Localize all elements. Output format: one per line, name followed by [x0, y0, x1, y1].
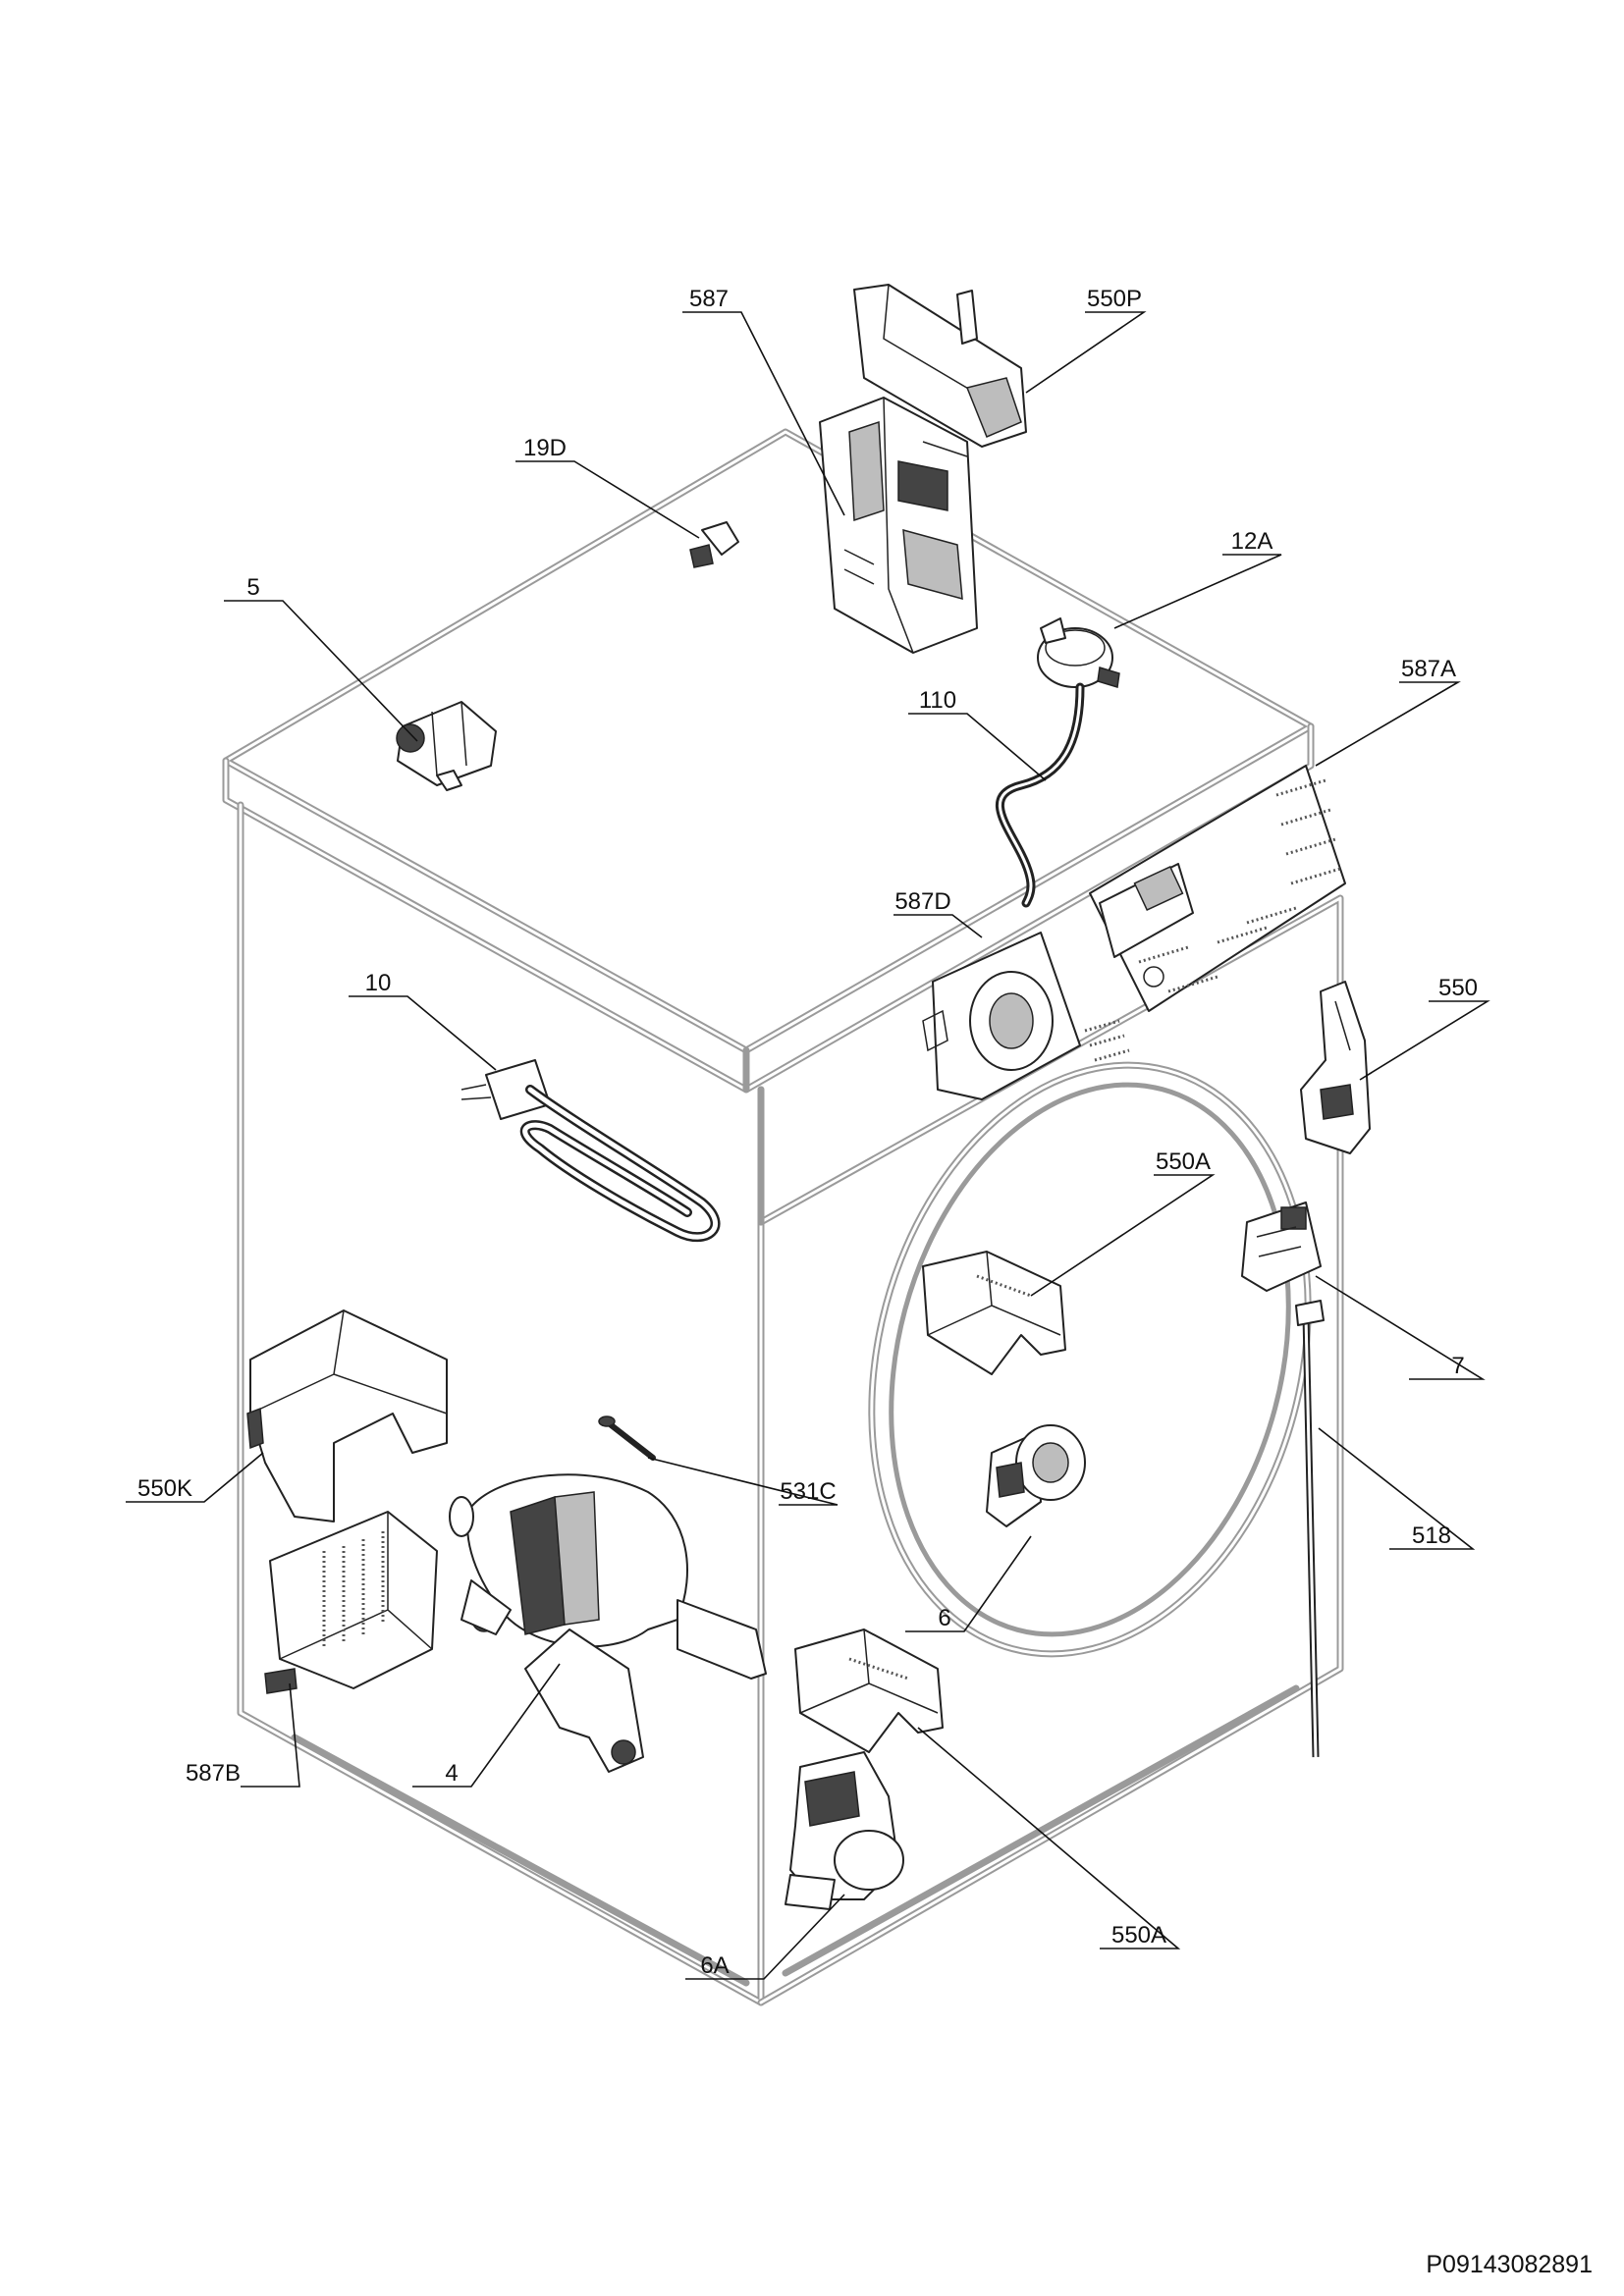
part-550-lock-housing: [1300, 981, 1371, 1154]
label-7: 7: [1451, 1353, 1464, 1379]
part-587B-motor-module: [264, 1511, 438, 1694]
part-110-hose: [996, 682, 1085, 908]
part-6-drain-pump: [986, 1424, 1086, 1527]
label-550P: 550P: [1087, 286, 1142, 312]
label-4: 4: [445, 1760, 458, 1787]
label-587A: 587A: [1401, 656, 1456, 682]
part-587-board: [819, 397, 978, 654]
part-5-inlet-valve: [396, 701, 497, 791]
label-587: 587: [689, 286, 729, 312]
label-10: 10: [365, 970, 392, 996]
label-550A-top: 550A: [1156, 1148, 1211, 1175]
part-10-heating-element: [460, 1059, 721, 1243]
label-531C: 531C: [780, 1478, 836, 1505]
part-587D-selector: [922, 932, 1130, 1100]
label-12A: 12A: [1231, 528, 1273, 555]
label-550A-bottom: 550A: [1111, 1922, 1166, 1949]
label-550K: 550K: [137, 1475, 192, 1502]
part-550P-cover: [853, 284, 1027, 448]
label-6A: 6A: [700, 1952, 729, 1979]
label-6: 6: [938, 1605, 950, 1631]
label-550: 550: [1438, 975, 1478, 1001]
part-587A-control-pcb: [1089, 765, 1346, 1012]
part-7-door-interlock: [1241, 1201, 1322, 1292]
part-531C-screw: [598, 1415, 656, 1461]
label-518: 518: [1412, 1522, 1451, 1549]
part-6A-drain-pump: [785, 1751, 904, 1910]
cabinet-outline: [222, 428, 1344, 2006]
hose-highlight: [999, 685, 1082, 905]
label-587D: 587D: [894, 888, 950, 915]
part-12A-pressure-switch: [1037, 617, 1120, 688]
part-4-motor: [449, 1473, 767, 1773]
part-19D-clip: [689, 521, 739, 568]
label-19D: 19D: [523, 435, 567, 461]
part-518-rod: [1295, 1300, 1325, 1758]
part-550A-bottom-cover: [794, 1629, 944, 1753]
label-5: 5: [246, 574, 259, 601]
part-labels: 587 550P 19D 12A 5 110 587A 587D 10 550 …: [137, 286, 1478, 1979]
part-550A-top-cover: [922, 1251, 1066, 1375]
document-id: P09143082891: [1426, 2251, 1593, 2278]
label-110: 110: [919, 687, 956, 714]
leader-lines: [126, 311, 1490, 1980]
label-587B: 587B: [186, 1760, 241, 1787]
part-550K-cover: [246, 1309, 448, 1522]
